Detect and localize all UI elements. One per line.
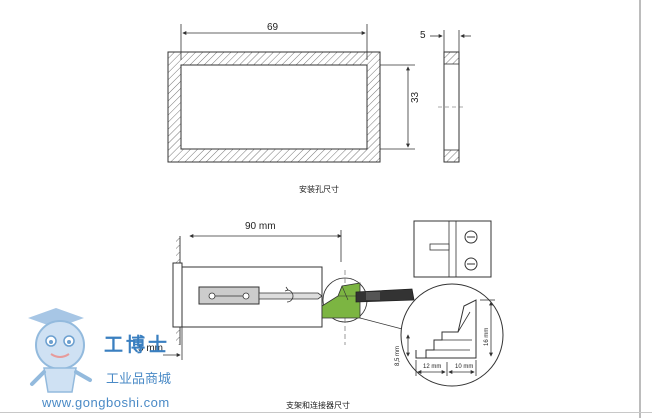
dim-16-label: 16 mm (484, 327, 490, 346)
detail-dimensions (406, 299, 495, 376)
dimension-width (180, 24, 368, 60)
connector-front-view (413, 220, 492, 278)
watermark-mascot (28, 308, 92, 393)
dim-height-label: 33 (410, 91, 421, 103)
side-profile (438, 51, 465, 163)
bottom-border (0, 412, 652, 413)
dim-length-label: 90 mm (245, 221, 276, 232)
watermark-subtitle: 工业品商城 (106, 372, 172, 387)
dimension-offset (163, 327, 183, 360)
dimension-thickness (430, 30, 471, 52)
dim-12-label: 12 mm (423, 364, 442, 370)
watermark-name: 工博士 (104, 334, 171, 356)
dimension-length (189, 230, 342, 262)
mounting-hole-caption: 安装孔尺寸 (299, 185, 339, 194)
dimension-height (380, 64, 415, 150)
dim-10-label: 10 mm (455, 364, 474, 370)
dim-offset-label: 5 mm (138, 343, 163, 354)
dim-width-label: 69 (267, 22, 279, 33)
connector-circle-small (321, 270, 415, 345)
bracket-caption: 支架和连接器尺寸 (286, 401, 350, 410)
watermark-url: www.gongboshi.com (42, 395, 170, 410)
dim-85-label: 8,5 mm (395, 345, 401, 366)
bracket-body (172, 262, 323, 328)
connector-detail-circle (400, 283, 504, 387)
dim-thickness-label: 5 (420, 30, 426, 41)
mounting-hole-frame (167, 51, 381, 163)
right-border (639, 0, 641, 418)
